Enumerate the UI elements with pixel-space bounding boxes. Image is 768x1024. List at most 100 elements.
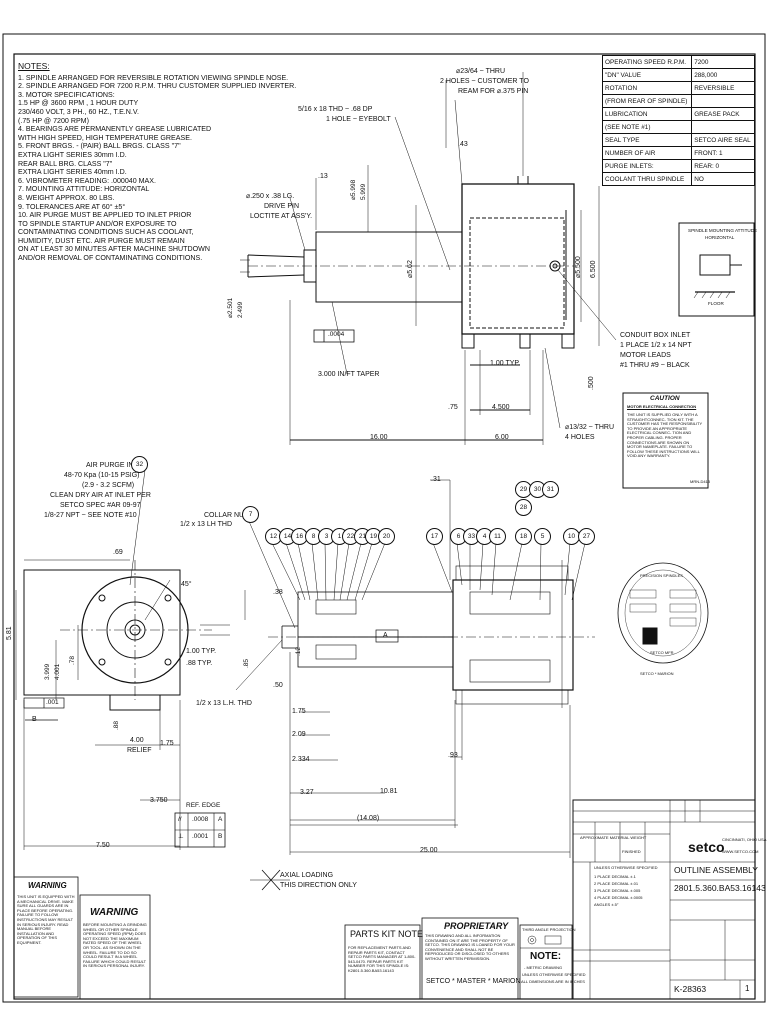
collar-nut-1: COLLAR NUT (204, 512, 249, 519)
proprietary-title: PROPRIETARY (444, 921, 509, 931)
dim-175-sec: 1.75 (292, 708, 306, 715)
runout-value: .0004 (328, 331, 345, 338)
note-line: 1. SPINDLE ARRANGED FOR REVERSIBLE ROTAT… (18, 73, 289, 82)
axial-loading-2: THIS DIRECTION ONLY (280, 882, 357, 889)
tolerance-header: UNLESS OTHERWISE SPECIFIED (594, 865, 658, 870)
balloon-17: 17 (426, 528, 443, 545)
section-view-geometry (235, 479, 595, 891)
note-line: WITH HIGH SPEED, HIGH TEMPERATURE GREASE… (18, 133, 192, 142)
notes-block: NOTES: 1. SPINDLE ARRANGED FOR REVERSIBL… (18, 62, 296, 263)
balloon-27: 27 (578, 528, 595, 545)
note-line: ON AT LEAST 30 MINUTES AFTER MACHINE SHU… (18, 245, 210, 254)
warning1-body: THIS UNIT IS EQUIPPED WITH A MECHANICAL … (17, 894, 75, 945)
note-line: CONTAMINATING CONDITIONS SUCH AS COOLANT… (18, 228, 194, 237)
spec-label: NUMBER OF AIR (601, 146, 693, 160)
dim-400: 4.00 (130, 737, 144, 744)
note-line: (.75 HP @ 7200 RPM) (18, 116, 89, 125)
warning1-title: WARNING (28, 881, 67, 890)
dim-175-end: 1.75 (160, 740, 174, 747)
thru-hole-label-3: REAM FOR ⌀.375 PIN (458, 88, 529, 95)
spec-row: OPERATING SPEED R.P.M.7200 (601, 55, 755, 69)
conduit-3: MOTOR LEADS (620, 352, 671, 359)
balloon-28: 28 (515, 499, 532, 516)
drawing-title: OUTLINE ASSEMBLY (674, 865, 758, 875)
dim-100-typ: 1.00 TYP. (490, 360, 521, 367)
bubble-air-purge: 32 (131, 456, 148, 473)
proprietary-footer: SETCO * MASTER * MARION (426, 978, 521, 985)
dim-2501: ⌀2.501 (227, 297, 234, 318)
mounting-box (678, 222, 755, 317)
note-line: 9. TOLERANCES ARE AT 60° ±5° (18, 202, 126, 211)
dim-85: .85 (243, 658, 250, 668)
tolerance-line: ANGLES ±.5° (594, 902, 619, 907)
ref-edge-cell: // (178, 816, 182, 823)
dim-38: .38 (273, 589, 283, 596)
nameplate-top: PRECISION SPINDLES (640, 573, 683, 578)
spec-value: 288,000 (691, 68, 755, 82)
thru-hole-label-2: 2 HOLES ~ CUSTOMER TO (440, 78, 529, 85)
dim-50: .50 (273, 682, 283, 689)
bubble-collar: 7 (242, 506, 259, 523)
nameplate-sub: SETCO * MARION (640, 671, 674, 676)
dim-500: .500 (588, 376, 595, 390)
air-purge-2: 48-70 Kpa (10-15 PSIG) (64, 472, 140, 479)
spec-label: (FROM REAR OF SPINDLE) (601, 94, 693, 108)
dim-5999: 5.999 (360, 183, 367, 200)
caution-subtitle: MOTOR ELECTRICAL CONNECTION (627, 404, 697, 409)
collar-nut-2: 1/2 x 13 LH THD (180, 521, 233, 528)
dim-88-typ: .88 TYP. (186, 660, 213, 667)
warning2-body: BEFORE MOUNTING A GRINDING WHEEL OR OTHE… (83, 922, 147, 969)
spec-label: LUBRICATION (601, 107, 693, 121)
note-title: NOTE: (530, 951, 562, 962)
air-purge-4: CLEAN DRY AIR AT INLET PER (50, 492, 151, 499)
note-line: HUMIDITY, DUST ETC. AIR PURGE MUST REMAI… (18, 236, 185, 245)
dim-45-deg: 45° (181, 581, 192, 588)
dim-5500: ⌀5.500 (575, 256, 582, 278)
spec-label: "DN" VALUE (601, 68, 693, 82)
spec-row: PURGE INLETS:REAR: 0 (601, 159, 755, 173)
relief-label: RELIEF (127, 747, 152, 754)
finished-label: FINISHED (622, 849, 641, 854)
dim-581: 5.81 (6, 626, 13, 640)
spec-row: (FROM REAR OF SPINDLE) (601, 94, 755, 108)
dim-562: ⌀5.62 (407, 260, 414, 278)
mounting-title: SPINDLE MOUNTING ATTITUDE (688, 228, 758, 233)
top-view-geometry (240, 72, 617, 445)
note-line: 230/460 VOLT, 3 PH., 60 HZ., T.E.N.V. (18, 107, 139, 116)
ref-edge-cell: ⊥ (178, 833, 184, 840)
dim-327: 3.27 (300, 789, 314, 796)
notes-heading: NOTES: (18, 61, 50, 71)
dim-3750: 3.750 (150, 797, 168, 804)
dim-100-typ-end: 1.00 TYP. (186, 648, 217, 655)
ref-edge-cell: .0001 (192, 833, 209, 840)
spec-value: NO (691, 172, 755, 186)
dim-4500: 4.500 (492, 404, 510, 411)
balloon-18: 18 (515, 528, 532, 545)
warning2-title: WARNING (90, 907, 139, 918)
dim-2500: 25.00 (420, 847, 438, 854)
parts-kit-body: FOR REPLACEMENT PARTS AND REPAIR PARTS K… (348, 945, 416, 973)
title-block-geometry (13, 799, 756, 1000)
end-view-geometry (15, 469, 230, 850)
drive-pin-2: DRIVE PIN (264, 203, 300, 210)
note-line: EXTRA LIGHT SERIES 40mm I.D. (18, 168, 127, 177)
dim-209: 2.09 (292, 731, 306, 738)
lh-thread-label: 1/2 x 13 L.H. THD (196, 700, 252, 707)
dim-93: .93 (448, 752, 458, 759)
dim-5998: ⌀5.998 (350, 179, 357, 200)
note-line: 7. MOUNTING ATTITUDE: HORIZONTAL (18, 185, 150, 194)
datum-b: B (32, 716, 37, 723)
spec-label: ROTATION (601, 81, 693, 95)
drive-pin-1: ⌀.250 x .38 LG. (246, 193, 295, 200)
note-line: 4. BEARINGS ARE PERMANENTLY GREASE LUBRI… (18, 125, 212, 134)
spec-value: REVERSIBLE (691, 81, 755, 95)
dim-3999: 3.999 (44, 663, 51, 680)
note-line-1: - METRIC DRAWING (524, 965, 563, 970)
note-line: 6. VIBROMETER READING: .000040 MAX. (18, 176, 156, 185)
